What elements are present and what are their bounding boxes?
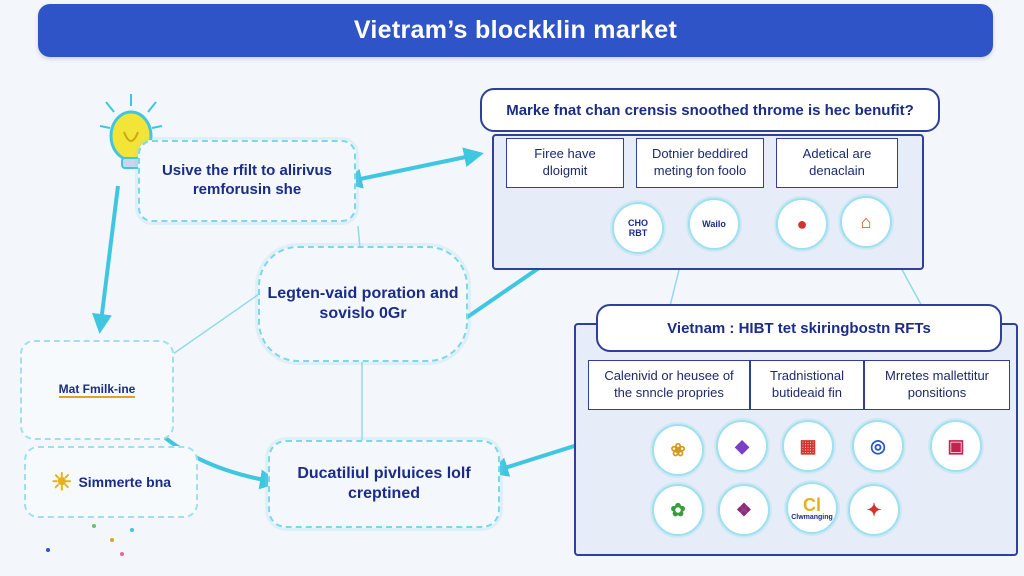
bottom-panel-heading: Vietnam : HIBT tet skiringbostn RFTs [596,304,1002,352]
bottom-cell-1-line2: the snncle propries [614,385,724,400]
wallo-logo-text: Wailo [702,219,726,229]
wallo-logo: Wailo [688,198,740,250]
bottom-logo-1-glyph: ❀ [670,440,686,460]
red-seal-logo-glyph: ● [796,214,808,234]
lightbulb-icon [99,94,163,169]
left-logo-card-1-text: Mat Fmilk-ine [58,382,136,398]
bottom-logo-3: ▦ [782,420,834,472]
bottom-logo-7: ❖ [718,484,770,536]
bottom-logo-7-glyph: ❖ [735,500,753,520]
top-cell-3-line2: denaclain [809,163,865,178]
cho-rbt-logo-top: CHO [628,218,648,228]
bottom-cell-3-line1: Mrretes mallettitur [884,368,990,384]
arrow-bulb-to-card [92,185,120,334]
top-cell-2-line2: meting fon foolo [653,163,747,178]
sunrise-icon: ☀ [50,468,73,496]
top-panel-heading-text: Marke fnat chan crensis snoothed throme … [506,101,914,119]
lower-note-bubble: Ducatiliul pivluices lolf creptined [268,440,500,528]
bottom-logo-9: ✦ [848,484,900,536]
bottom-cell-1-line1: Calenivid or heusee of [604,368,734,384]
thin-connector-right-2 [899,265,925,311]
page-title: Vietram’s blockklin market [353,16,678,44]
bottom-logo-9-glyph: ✦ [866,500,882,520]
bottom-logo-2-glyph: ◆ [735,436,749,456]
bottom-logo-6-glyph: ✿ [670,500,686,520]
bottom-logo-6: ✿ [652,484,704,536]
temple-logo-glyph: ⌂ [860,212,872,232]
top-panel-heading: Marke fnat chan crensis snoothed throme … [480,88,940,132]
top-cell-2-line1: Dotnier beddired [651,146,749,162]
left-logo-card-2-text: Simmerte bna [78,474,172,490]
thin-connector-center-up [357,225,361,249]
temple-logo: ⌂ [840,196,892,248]
red-seal-logo: ● [776,198,828,250]
bottom-logo-1: ❀ [652,424,704,476]
left-note-text: Usive the rfilt to alirivus remforusin s… [161,162,333,198]
lower-note-text: Ducatiliul pivluices lolf creptined [297,465,471,502]
center-note-bubble: Legten-vaid poration and sovislo 0Gr [258,246,468,362]
arrow-left-blob-to-top-panel [342,147,484,189]
bottom-logo-4-glyph: ◎ [870,436,886,456]
left-logo-card-1: Mat Fmilk-ine [20,340,174,440]
bottom-cell-2-line1: Tradnistional [770,368,844,384]
bottom-logo-3-glyph: ▦ [799,436,817,456]
center-note-text: Legten-vaid poration and sovislo 0Gr [267,285,459,322]
bottom-cell-2-line2: butideaid fin [771,385,843,400]
top-cell-1-line1: Firee have [534,146,596,162]
cho-rbt-logo-bottom: RBT [628,228,648,238]
left-note-bubble: Usive the rfilt to alirivus remforusin s… [138,140,356,222]
bottom-panel-heading-text: Vietnam : HIBT tet skiringbostn RFTs [667,319,931,337]
bottom-logo-8-glyph: Cl [803,494,821,515]
title-bar: Vietram’s blockklin market [38,4,993,57]
bottom-logo-5: ▣ [930,420,982,472]
top-cell-1-line2: dloigmit [542,163,588,178]
bottom-cell-3-line2: ponsitions [907,385,967,400]
bottom-logo-8-label: Clwmanging [791,513,833,521]
left-logo-card-2: ☀ Simmerte bna [24,446,198,518]
bottom-logo-5-glyph: ▣ [947,436,965,456]
bottom-logo-4: ◎ [852,420,904,472]
top-cell-3-line1: Adetical are [802,146,872,162]
bottom-logo-2: ◆ [716,420,768,472]
